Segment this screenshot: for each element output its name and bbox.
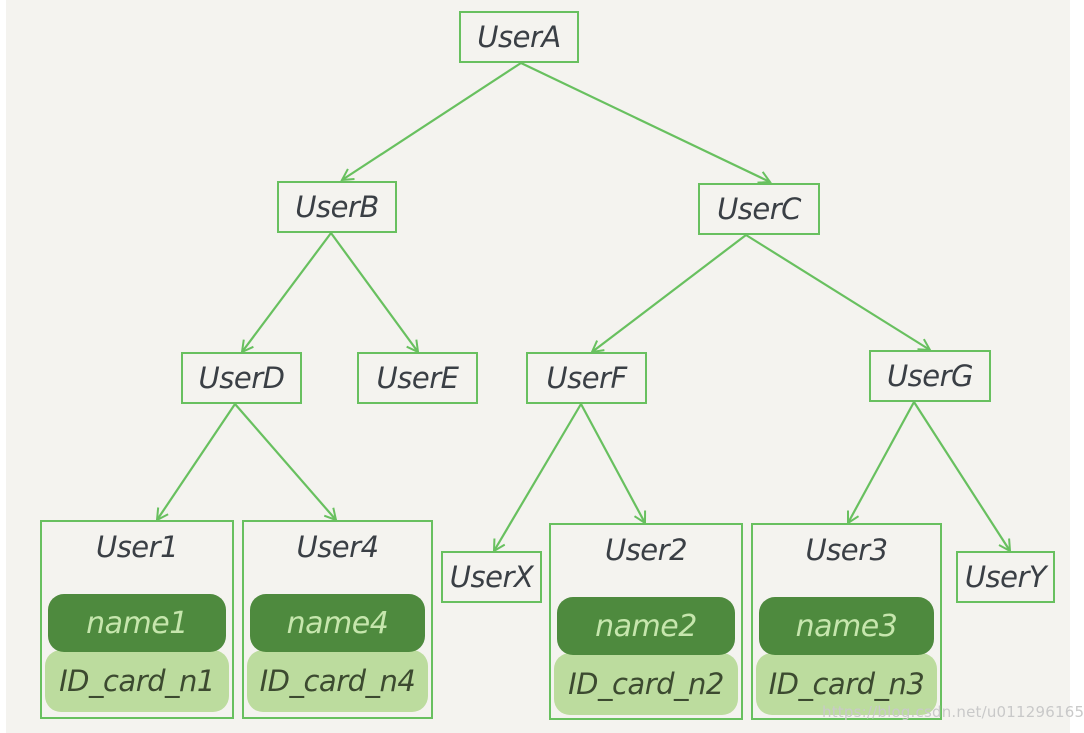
edge-userb-userd [242, 232, 332, 352]
leaf-user2: User2 ID_card_n2 name2 [549, 523, 743, 720]
node-usera: UserA [459, 11, 579, 63]
edge-userf-userx [494, 403, 582, 551]
leaf-user4: User4 ID_card_n4 name4 [242, 520, 433, 719]
edge-userc-userf [592, 234, 747, 352]
id-card-field: ID_card_n3 [756, 653, 937, 715]
leaf-title: User4 [296, 530, 379, 564]
leaf-title: User3 [805, 533, 888, 567]
id-card-field: ID_card_n1 [45, 650, 229, 712]
id-card-field: ID_card_n4 [247, 650, 428, 712]
leaf-user3: User3 ID_card_n3 name3 [751, 523, 942, 720]
name-field: name3 [759, 597, 934, 655]
node-userb: UserB [277, 181, 397, 233]
edge-userd-user1 [157, 403, 236, 520]
edge-userf-user2 [580, 403, 645, 523]
node-userx: UserX [441, 551, 542, 603]
edge-usera-userc [520, 62, 770, 182]
edge-userb-usere [330, 232, 418, 352]
leaf-user1: User1 ID_card_n1 name1 [40, 520, 234, 719]
name-field: name1 [48, 594, 226, 652]
edge-userd-user4 [234, 403, 336, 520]
edge-usera-userb [342, 62, 522, 180]
node-userc: UserC [698, 183, 820, 235]
name-field: name2 [557, 597, 735, 655]
leaf-title: User1 [95, 530, 179, 564]
id-card-field: ID_card_n2 [554, 653, 738, 715]
node-userf: UserF [526, 352, 647, 404]
node-usere: UserE [357, 352, 478, 404]
edge-userc-userg [745, 234, 930, 350]
node-usery: UserY [956, 551, 1055, 603]
node-userg: UserG [869, 350, 991, 402]
leaf-title: User2 [604, 533, 688, 567]
edge-userg-user3 [848, 401, 915, 523]
node-userd: UserD [181, 352, 302, 404]
name-field: name4 [250, 594, 425, 652]
edge-userg-usery [913, 401, 1010, 551]
watermark-url: https://blog.csdn.net/u011296165 [822, 703, 1084, 721]
